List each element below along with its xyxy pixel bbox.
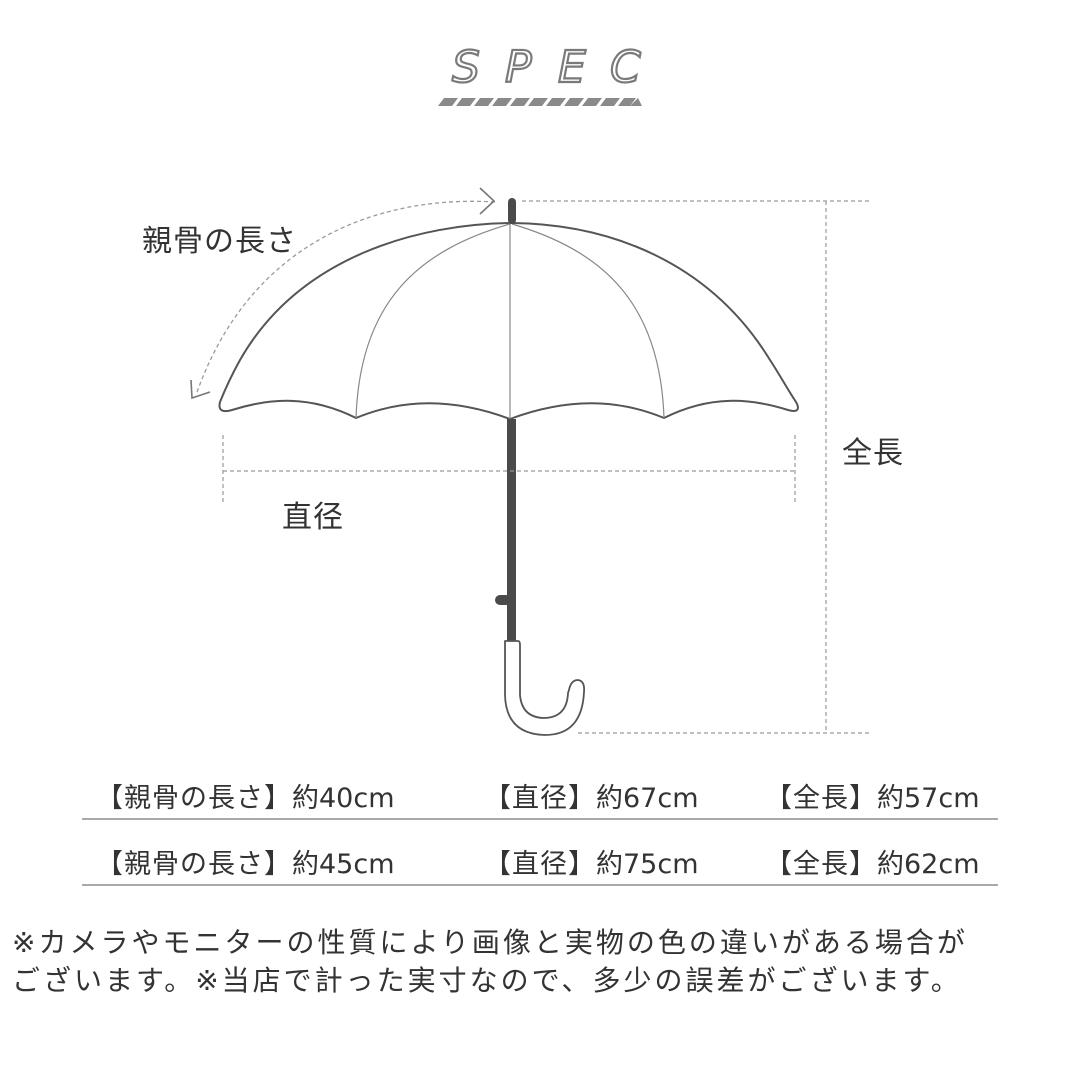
title-letter: P [505, 42, 532, 93]
title-letter: C [610, 42, 641, 93]
spec-row: 【親骨の長さ】約40cm 【直径】約67cm 【全長】約57cm [82, 772, 998, 820]
spec-label: 【親骨の長さ】 [96, 849, 292, 880]
spec-total-length: 【全長】約62cm [765, 842, 980, 881]
umbrella-shaft [507, 419, 516, 641]
spec-label: 【直径】 [484, 849, 596, 880]
spec-total-length: 【全長】約57cm [765, 776, 980, 815]
rib-length-label: 親骨の長さ [142, 224, 297, 259]
open-button [495, 595, 511, 605]
spec-label: 【親骨の長さ】 [96, 783, 292, 814]
spec-diameter: 【直径】約75cm [484, 842, 699, 881]
spec-value: 約67cm [596, 783, 699, 814]
diameter-label: 直径 [282, 500, 344, 535]
spec-value: 約75cm [596, 849, 699, 880]
umbrella-tip [508, 198, 516, 224]
spec-value: 約57cm [877, 783, 980, 814]
spec-row: 【親骨の長さ】約45cm 【直径】約75cm 【全長】約62cm [82, 838, 998, 886]
spec-label: 【全長】 [765, 849, 877, 880]
spec-label: 【直径】 [484, 783, 596, 814]
striped-underline-icon [438, 98, 642, 106]
title-letter: S [452, 42, 480, 93]
spec-value: 約45cm [292, 849, 395, 880]
rib-length-arrow-icon [190, 187, 496, 400]
spec-label: 【全長】 [765, 783, 877, 814]
spec-diameter: 【直径】約67cm [484, 776, 699, 815]
diameter-dimension-line [222, 435, 796, 502]
spec-title-graphic: S P E C [438, 41, 642, 106]
spec-rib-length: 【親骨の長さ】約45cm [96, 842, 395, 881]
spec-value: 約62cm [877, 849, 980, 880]
spec-value: 約40cm [292, 783, 395, 814]
total-length-label: 全長 [842, 436, 904, 471]
spec-rib-length: 【親骨の長さ】約40cm [96, 776, 395, 815]
note-line: ※カメラやモニターの性質により画像と実物の色の違いがある場合が [12, 926, 968, 959]
total-length-dimension-line [522, 200, 870, 734]
umbrella-diagram [190, 187, 870, 736]
note-line: ございます。※当店で計った実寸なので、多少の誤差がございます。 [12, 964, 962, 997]
title-letter: E [558, 42, 586, 93]
umbrella-ribs [355, 223, 665, 419]
spec-title: S P E C [0, 38, 1080, 106]
umbrella-canopy [218, 222, 799, 420]
umbrella-handle [504, 640, 586, 736]
disclaimer-note: ※カメラやモニターの性質により画像と実物の色の違いがある場合が ございます。※当… [12, 924, 1080, 1000]
